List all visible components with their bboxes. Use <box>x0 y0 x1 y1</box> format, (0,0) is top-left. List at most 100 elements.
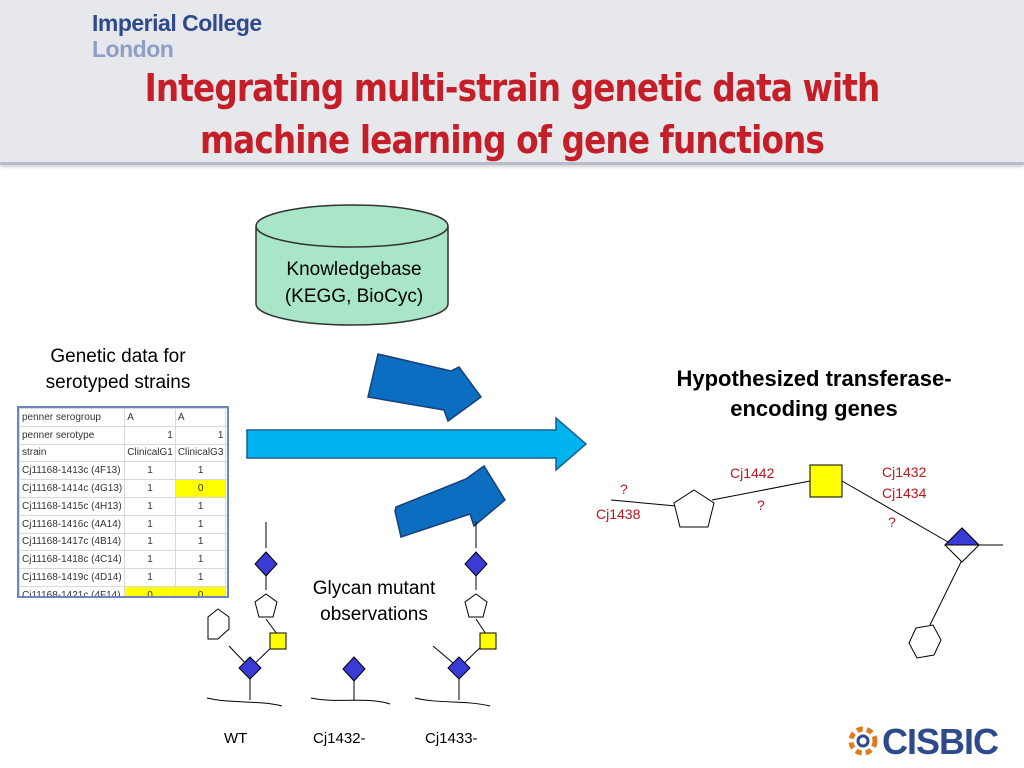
glycan-line-1: Glycan mutant <box>312 578 436 599</box>
spreadsheet-cell: 1 <box>124 496 176 516</box>
gene-cj1438: Cj1438 <box>596 506 641 522</box>
cisbic-logo-text: CISBIC <box>882 721 999 762</box>
spreadsheet-cell: penner serotype <box>19 425 126 445</box>
glycan-wt <box>206 522 287 707</box>
spreadsheet-cell <box>225 461 227 481</box>
hypothesis-glycan <box>610 464 1003 659</box>
spreadsheet-cell <box>225 425 227 445</box>
spreadsheet-cell: 1 <box>174 496 227 516</box>
hypothesis-label: Hypothesized transferase- encoding genes <box>620 364 1008 424</box>
spreadsheet-cell: strain <box>19 443 126 463</box>
diamond-top-half <box>943 527 981 546</box>
cisbic-logo-icon <box>848 726 878 756</box>
glycan-cj1433 <box>414 522 497 707</box>
spreadsheet-cell <box>225 550 227 570</box>
arrow-main <box>246 416 588 472</box>
square-shape <box>269 632 287 650</box>
glycan-line-2: observations <box>320 604 428 625</box>
knowledgebase-line-1: Knowledgebase <box>286 259 422 280</box>
spreadsheet-cell: A <box>124 408 176 427</box>
question-mark-cj1442: ? <box>757 497 765 513</box>
spreadsheet-cell: 1 <box>124 568 176 587</box>
genetic-data-label: Genetic data for serotyped strains <box>18 344 218 396</box>
diamond-shape <box>342 656 366 682</box>
question-mark-cj1438: ? <box>620 481 628 497</box>
spreadsheet-table: penner serogroupAAApenner serotype11stra… <box>19 408 227 596</box>
spreadsheet-cell: 1 <box>174 514 227 534</box>
title-line-1: Integrating multi-strain genetic data wi… <box>144 66 881 110</box>
genetic-line-1: Genetic data for <box>50 346 186 367</box>
gene-cj1432: Cj1432 <box>882 464 927 480</box>
spreadsheet-cell: ClinicalG1 <box>124 443 176 463</box>
diamond-shape <box>238 656 262 680</box>
hexose-hexagon <box>207 608 230 640</box>
spreadsheet-row: penner serogroupAAA <box>19 408 227 427</box>
diamond-shape <box>447 656 471 680</box>
diamond-shape <box>464 551 488 577</box>
spreadsheet-cell: 0 <box>174 585 227 596</box>
spreadsheet-cell: 0 <box>124 585 176 596</box>
logo-line-2: London <box>92 36 174 62</box>
spreadsheet-cell: Cj11168-1415c (4H13) <box>19 496 126 516</box>
glycan-mutant-label: Glycan mutant observations <box>286 576 462 628</box>
spreadsheet-cell: 1 <box>124 532 176 552</box>
title-line-2: machine learning of gene functions <box>199 118 825 162</box>
square-shape <box>809 464 843 498</box>
spreadsheet-cell: A <box>225 408 227 427</box>
spreadsheet-cell: penner serogroup <box>19 408 126 427</box>
spreadsheet-cell: 1 <box>124 461 176 481</box>
spreadsheet-cell: 0 <box>174 479 227 498</box>
spreadsheet-cell: 1 <box>174 550 227 570</box>
spreadsheet-cell: 1 <box>174 532 227 552</box>
spreadsheet-cell: Cj11168-1414c (4G13) <box>19 479 126 498</box>
spreadsheet-cell: 1 <box>124 514 176 534</box>
question-mark-cj1432: ? <box>888 514 896 530</box>
spreadsheet-cell: 1 <box>124 550 176 570</box>
header-banner: Imperial College London Integrating mult… <box>0 0 1024 165</box>
spreadsheet-cell: Cj11168-1416c (4A14) <box>19 514 126 534</box>
slide-title: Integrating multi-strain genetic data wi… <box>123 62 900 166</box>
spreadsheet-cell: ClinicalG3 <box>174 443 227 463</box>
diamond-shape <box>254 551 278 577</box>
spreadsheet-row: strainClinicalG1ClinicalG3ke <box>19 443 227 463</box>
spreadsheet-cell: A <box>174 408 227 427</box>
spreadsheet-cell: 1 <box>174 568 227 587</box>
spreadsheet-cell: 1 <box>174 461 227 481</box>
strain-spreadsheet: penner serogroupAAApenner serotype11stra… <box>17 406 229 598</box>
square-shape <box>479 632 497 650</box>
spreadsheet-cell: 1 <box>124 479 176 498</box>
spreadsheet-cell: Cj11168-1417c (4B14) <box>19 532 126 552</box>
hypothesis-line-2: encoding genes <box>730 396 898 421</box>
spreadsheet-cell: Cj11168-1418c (4C14) <box>19 550 126 570</box>
knowledgebase-label: Knowledgebase (KEGG, BioCyc) <box>256 256 452 310</box>
spreadsheet-cell: Cj11168-1413c (4F13) <box>19 461 126 481</box>
gene-cj1442: Cj1442 <box>730 465 775 481</box>
pentagon-shape <box>464 593 488 618</box>
spreadsheet-cell: 1 <box>174 425 227 445</box>
spreadsheet-cell <box>225 532 227 552</box>
caption-cj1432: Cj1432- <box>313 730 366 747</box>
spreadsheet-cell <box>225 496 227 516</box>
spreadsheet-cell <box>225 568 227 587</box>
spreadsheet-cell <box>225 514 227 534</box>
knowledgebase-line-2: (KEGG, BioCyc) <box>284 286 424 307</box>
arrow-knowledgebase <box>367 353 483 423</box>
spreadsheet-cell: 1 <box>124 425 176 445</box>
imperial-logo: Imperial College London <box>92 10 262 62</box>
spreadsheet-cell: Cj11168-1421c (4F14) <box>19 585 126 596</box>
spreadsheet-cell <box>225 585 227 596</box>
caption-cj1433: Cj1433- <box>425 730 478 747</box>
knowledgebase-cylinder <box>255 204 449 326</box>
hypothesis-line-1: Hypothesized transferase- <box>676 366 952 391</box>
glycan-cj1432 <box>310 656 391 705</box>
gene-cj1434: Cj1434 <box>882 485 927 501</box>
pentagon-shape <box>673 489 715 528</box>
